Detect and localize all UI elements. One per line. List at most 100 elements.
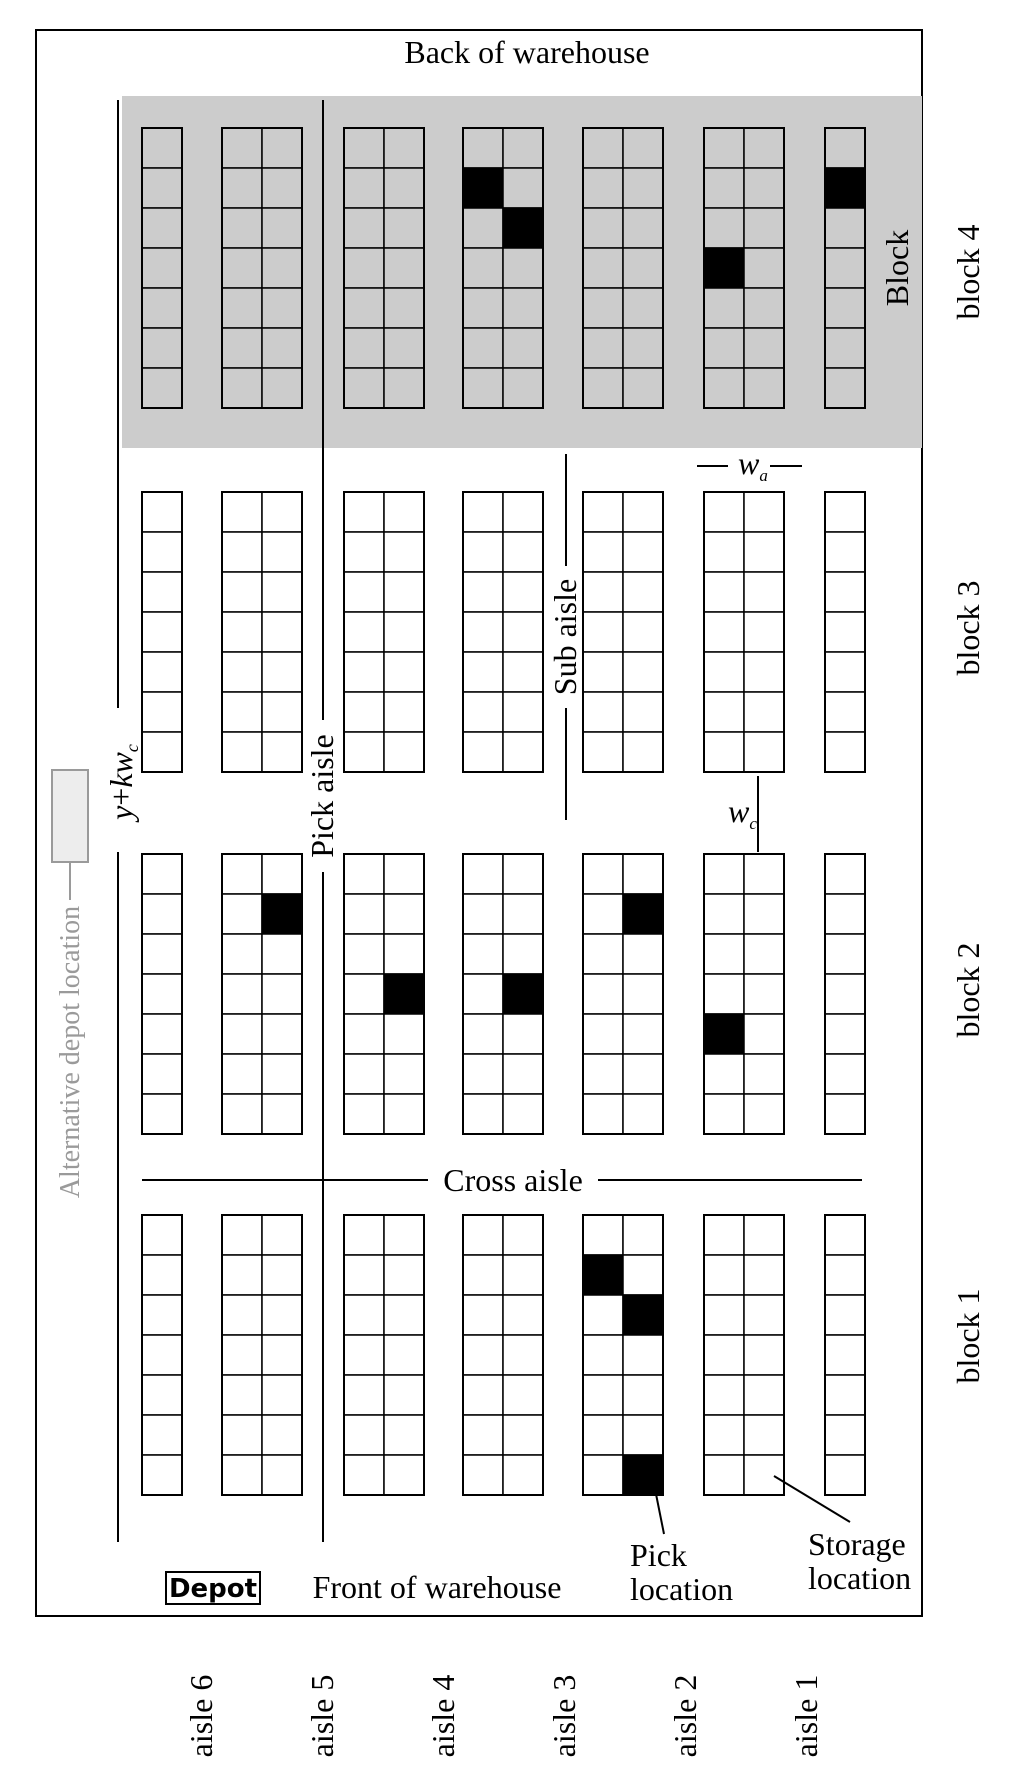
storage-location-cell <box>383 611 425 653</box>
storage-location-cell <box>462 247 504 289</box>
warehouse-border <box>35 29 923 1617</box>
storage-location-cell <box>824 531 866 573</box>
storage-location-cell <box>261 207 303 249</box>
storage-location-cell <box>343 1214 385 1256</box>
storage-location-cell <box>703 651 745 693</box>
storage-location-label-line2: location <box>808 1560 911 1596</box>
storage-location-cell <box>261 1053 303 1095</box>
storage-location-cell <box>383 571 425 613</box>
storage-location-cell <box>502 1093 544 1135</box>
storage-location-cell <box>824 1414 866 1456</box>
storage-location-cell <box>743 973 785 1015</box>
storage-location-cell <box>502 491 544 533</box>
storage-location-cell <box>703 167 745 209</box>
storage-location-cell <box>582 651 624 693</box>
storage-rack <box>703 1214 785 1496</box>
storage-location-cell <box>261 933 303 975</box>
storage-location-cell <box>261 1454 303 1496</box>
storage-location-cell <box>743 1013 785 1055</box>
storage-location-cell <box>261 1374 303 1416</box>
storage-location-cell <box>383 691 425 733</box>
storage-location-cell <box>221 611 263 653</box>
storage-location-cell <box>343 933 385 975</box>
pick-location-cell <box>622 1294 664 1336</box>
storage-location-cell <box>703 893 745 935</box>
storage-location-cell <box>703 1454 745 1496</box>
storage-location-cell <box>703 287 745 329</box>
storage-location-cell <box>261 1093 303 1135</box>
storage-rack <box>221 491 303 773</box>
storage-location-cell <box>221 1254 263 1296</box>
storage-rack <box>462 127 544 409</box>
storage-location-cell <box>703 127 745 169</box>
storage-location-cell <box>343 731 385 773</box>
storage-location-cell <box>502 731 544 773</box>
storage-location-cell <box>502 1053 544 1095</box>
storage-location-cell <box>261 1254 303 1296</box>
storage-location-cell <box>261 1013 303 1055</box>
storage-location-cell <box>703 933 745 975</box>
storage-location-cell <box>141 1214 183 1256</box>
storage-location-cell <box>743 1334 785 1376</box>
storage-location-cell <box>462 853 504 895</box>
storage-location-cell <box>622 1374 664 1416</box>
alternative-depot-box <box>51 769 89 863</box>
storage-location-cell <box>743 367 785 409</box>
storage-location-cell <box>502 1013 544 1055</box>
storage-location-cell <box>141 167 183 209</box>
storage-location-cell <box>824 1254 866 1296</box>
pick-location-label-line2: location <box>630 1571 733 1607</box>
storage-location-cell <box>383 167 425 209</box>
storage-location-cell <box>221 167 263 209</box>
storage-location-cell <box>824 731 866 773</box>
storage-location-cell <box>622 367 664 409</box>
storage-location-cell <box>141 327 183 369</box>
storage-location-cell <box>462 327 504 369</box>
storage-location-cell <box>622 1013 664 1055</box>
pick-location-cell <box>383 973 425 1015</box>
aisle-label-4: aisle 4 <box>425 1675 461 1758</box>
storage-location-cell <box>703 367 745 409</box>
storage-location-cell <box>622 491 664 533</box>
storage-location-cell <box>703 1214 745 1256</box>
storage-location-cell <box>221 327 263 369</box>
storage-location-cell <box>743 571 785 613</box>
storage-location-cell <box>462 691 504 733</box>
storage-location-cell <box>343 1254 385 1296</box>
storage-location-cell <box>502 287 544 329</box>
storage-location-cell <box>743 853 785 895</box>
storage-location-cell <box>703 1053 745 1095</box>
storage-rack <box>703 491 785 773</box>
block-label-3: block 3 <box>950 580 986 675</box>
storage-rack <box>824 853 866 1135</box>
storage-location-cell <box>261 611 303 653</box>
storage-location-cell <box>502 1414 544 1456</box>
storage-location-cell <box>261 1214 303 1256</box>
storage-location-cell <box>703 1254 745 1296</box>
storage-location-cell <box>343 691 385 733</box>
aisle-label-2: aisle 2 <box>667 1675 703 1758</box>
storage-location-cell <box>221 287 263 329</box>
storage-location-cell <box>462 1053 504 1095</box>
storage-location-cell <box>824 1374 866 1416</box>
storage-location-cell <box>824 367 866 409</box>
storage-rack <box>343 491 425 773</box>
storage-location-cell <box>582 1454 624 1496</box>
storage-location-cell <box>462 571 504 613</box>
storage-rack <box>462 1214 544 1496</box>
storage-location-cell <box>221 1454 263 1496</box>
storage-location-cell <box>141 127 183 169</box>
storage-location-cell <box>743 1414 785 1456</box>
storage-location-cell <box>221 853 263 895</box>
storage-location-cell <box>261 1294 303 1336</box>
storage-location-cell <box>462 1013 504 1055</box>
storage-location-cell <box>582 1374 624 1416</box>
storage-location-cell <box>141 611 183 653</box>
storage-location-cell <box>703 571 745 613</box>
block-region-label: Block <box>879 230 915 306</box>
storage-location-cell <box>502 1454 544 1496</box>
storage-location-cell <box>221 1053 263 1095</box>
storage-location-cell <box>383 367 425 409</box>
pick-aisle-label: Pick aisle <box>304 734 340 858</box>
storage-rack <box>141 853 183 1135</box>
